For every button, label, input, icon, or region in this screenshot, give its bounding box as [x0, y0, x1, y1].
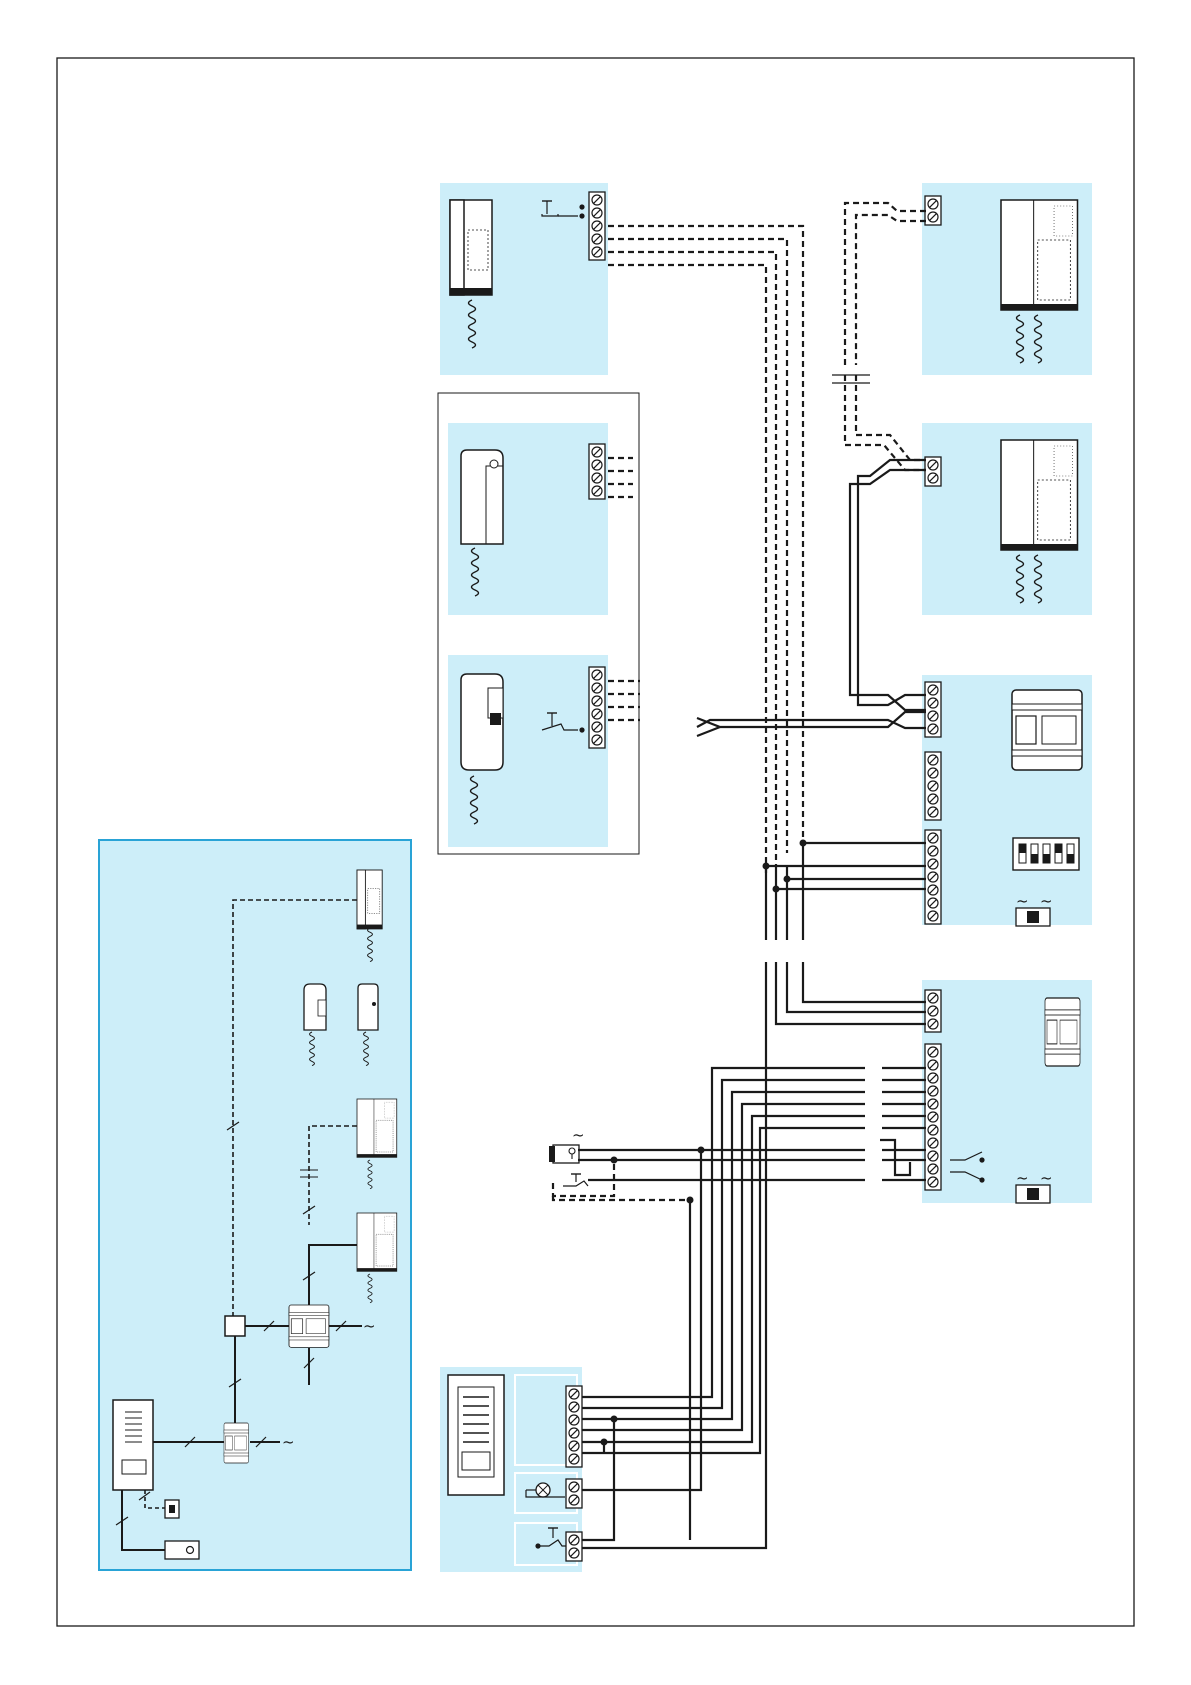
terminal-screw: [592, 683, 602, 693]
svg-text:~: ~: [1040, 892, 1053, 910]
terminal-block: [925, 752, 941, 820]
terminal-block: [566, 1479, 582, 1508]
wiring-dashed: [553, 203, 926, 1200]
terminal-screw: [592, 221, 602, 231]
terminal-screw: [928, 460, 938, 470]
door-button-symbol: [563, 1174, 588, 1186]
terminal-screw: [928, 768, 938, 778]
terminal-screw: [928, 794, 938, 804]
svg-text:~: ~: [572, 1126, 585, 1144]
terminal-screw: [592, 709, 602, 719]
terminal-screw: [928, 685, 938, 695]
terminal-screw: [928, 1112, 938, 1122]
terminal-screw: [928, 993, 938, 1003]
terminal-screw: [928, 473, 938, 483]
terminal-screw: [569, 1454, 579, 1464]
terminal-block: [925, 830, 941, 924]
ac-symbol: ~: [363, 1317, 376, 1335]
ac-symbol: ~: [282, 1433, 295, 1451]
terminal-block: [925, 457, 941, 486]
terminal-screw: [928, 199, 938, 209]
terminal-screw: [592, 670, 602, 680]
terminal-screw: [569, 1482, 579, 1492]
terminal-block: [589, 192, 605, 260]
terminal-screw: [928, 1099, 938, 1109]
terminal-screw: [592, 247, 602, 257]
terminal-screw: [928, 846, 938, 856]
terminal-screw: [928, 911, 938, 921]
terminal-screw: [592, 696, 602, 706]
terminal-block: [925, 990, 941, 1032]
terminal-screw: [592, 208, 602, 218]
terminal-screw: [928, 755, 938, 765]
terminal-screw: [569, 1389, 579, 1399]
terminal-block: [566, 1532, 582, 1561]
terminal-screw: [928, 212, 938, 222]
overview-inset: ~ ~: [99, 840, 411, 1570]
relay-module: [1045, 998, 1080, 1066]
terminal-screw: [569, 1402, 579, 1412]
terminal-screw: [592, 486, 602, 496]
terminal-block: [566, 1386, 582, 1467]
terminal-screw: [592, 473, 602, 483]
terminal-screw: [928, 807, 938, 817]
terminal-screw: [928, 833, 938, 843]
terminal-screw: [928, 698, 938, 708]
terminal-screw: [569, 1441, 579, 1451]
terminal-screw: [928, 1151, 938, 1161]
terminal-screw: [928, 1164, 938, 1174]
terminal-screw: [928, 711, 938, 721]
terminal-screw: [928, 885, 938, 895]
terminal-block: [925, 1044, 941, 1190]
terminal-screw: [928, 1060, 938, 1070]
terminal-screw: [592, 195, 602, 205]
terminal-screw: [928, 781, 938, 791]
entrance-panel: [448, 1375, 504, 1495]
terminal-screw: [928, 898, 938, 908]
terminal-screw: [569, 1548, 579, 1558]
terminal-screw: [569, 1535, 579, 1545]
terminal-screw: [928, 872, 938, 882]
terminal-screw: [928, 1086, 938, 1096]
terminal-screw: [928, 724, 938, 734]
terminal-screw: [928, 1073, 938, 1083]
terminal-screw: [569, 1415, 579, 1425]
wiring-solid: [578, 460, 926, 1548]
terminal-blocks: [566, 192, 941, 1561]
power-supply-module: [1012, 690, 1082, 770]
svg-text:~: ~: [1040, 1169, 1053, 1187]
terminal-block: [589, 667, 605, 748]
terminal-block: [925, 196, 941, 225]
svg-text:~: ~: [1016, 892, 1029, 910]
terminal-screw: [569, 1495, 579, 1505]
terminal-screw: [928, 1138, 938, 1148]
terminal-screw: [592, 234, 602, 244]
dip-switch-block: [1013, 838, 1079, 870]
lock-release: ~: [549, 1126, 585, 1163]
terminal-screw: [569, 1428, 579, 1438]
terminal-screw: [928, 1125, 938, 1135]
terminal-block: [589, 444, 605, 499]
terminal-screw: [928, 1006, 938, 1016]
svg-text:~: ~: [1016, 1169, 1029, 1187]
terminal-screw: [592, 460, 602, 470]
terminal-screw: [928, 1047, 938, 1057]
terminal-screw: [928, 1019, 938, 1029]
terminal-screw: [592, 447, 602, 457]
terminal-screw: [928, 1177, 938, 1187]
terminal-screw: [592, 735, 602, 745]
terminal-block: [925, 682, 941, 737]
terminal-screw: [928, 859, 938, 869]
terminal-screw: [592, 722, 602, 732]
